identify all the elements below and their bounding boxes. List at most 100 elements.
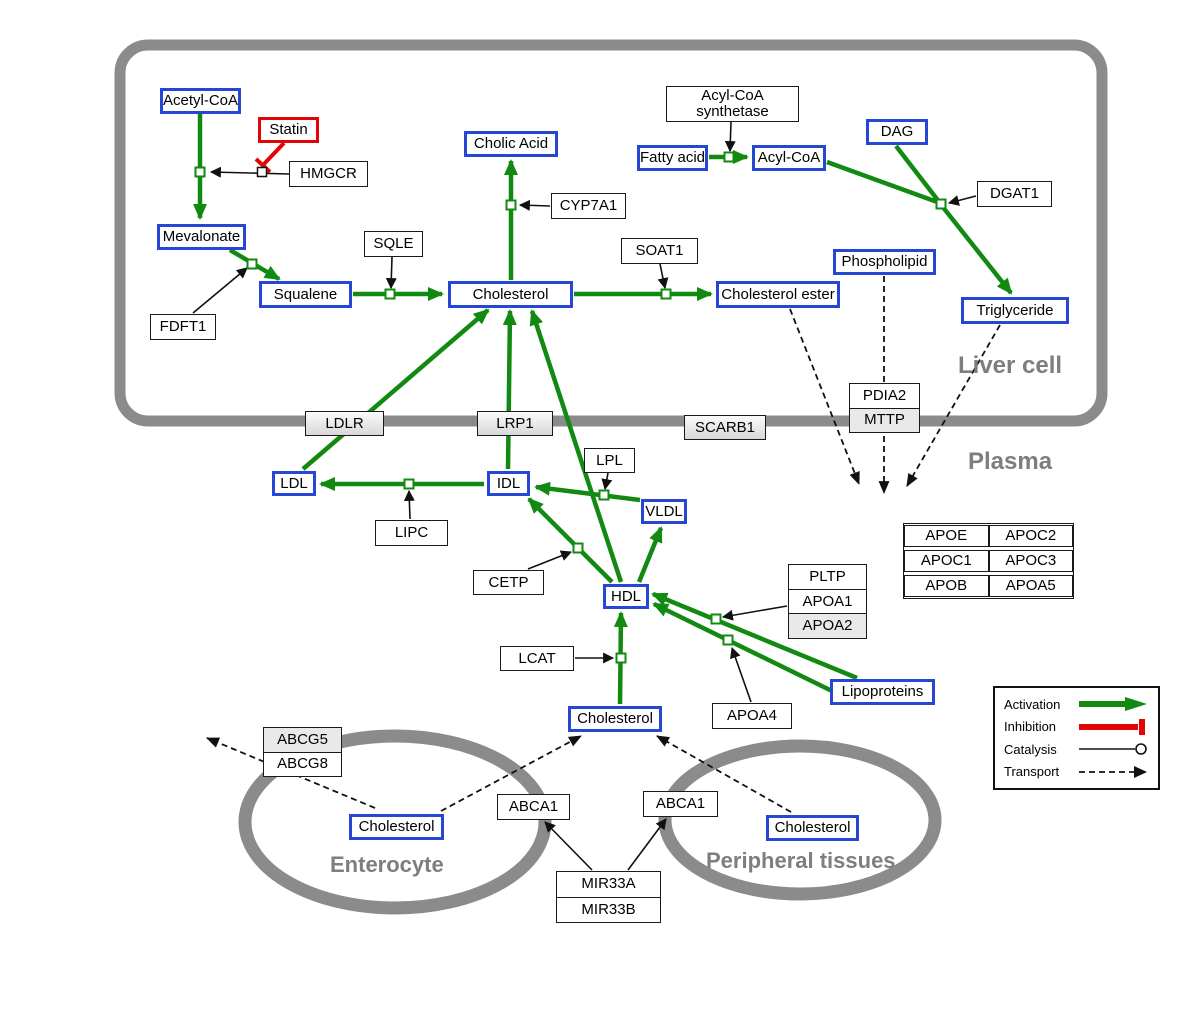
peripheral-tissues-label: Peripheral tissues bbox=[706, 848, 896, 873]
node-cholesterol-peripheral[interactable]: Cholesterol bbox=[766, 815, 859, 841]
node-lrp1[interactable]: LRP1 bbox=[477, 411, 553, 436]
edge-hdl-idl-cetp bbox=[527, 497, 614, 584]
apolipoprotein-table: APOE APOC2 APOC1 APOC3 APOB APOA5 bbox=[903, 523, 1074, 599]
node-sqle[interactable]: SQLE bbox=[364, 231, 423, 257]
edge-lipoproteins-hdl-1 bbox=[651, 591, 858, 681]
node-apoa4[interactable]: APOA4 bbox=[712, 703, 792, 729]
transport-cholesterolester-plasma bbox=[789, 308, 860, 486]
legend-catalysis-label: Catalysis bbox=[1004, 741, 1057, 757]
edge-dag-dgat-junction bbox=[894, 144, 942, 205]
node-apoc3[interactable]: APOC3 bbox=[988, 550, 1073, 572]
liver-cell-membrane bbox=[114, 39, 1108, 427]
node-cholic-acid[interactable]: Cholic Acid bbox=[464, 131, 558, 157]
node-mttp[interactable]: MTTP bbox=[850, 407, 919, 432]
node-pltp-apoa-group: PLTP APOA1 APOA2 bbox=[788, 564, 867, 639]
legend-activation-label: Activation bbox=[1004, 696, 1061, 712]
catalysis-lpl bbox=[601, 472, 613, 491]
node-pdia2[interactable]: PDIA2 bbox=[850, 384, 919, 408]
inhibition-tbar-icon bbox=[1079, 718, 1145, 735]
node-lcat[interactable]: LCAT bbox=[500, 646, 574, 671]
node-statin[interactable]: Statin bbox=[258, 117, 319, 143]
node-apoc1[interactable]: APOC1 bbox=[904, 550, 989, 572]
node-idl[interactable]: IDL bbox=[487, 471, 530, 496]
node-ldl[interactable]: LDL bbox=[272, 471, 316, 496]
legend-transport-label: Transport bbox=[1004, 764, 1060, 780]
catalysis-pltp-apoa bbox=[721, 605, 788, 621]
node-apoc2[interactable]: APOC2 bbox=[988, 525, 1073, 548]
catalysis-circle-icon bbox=[1079, 743, 1147, 756]
edge-hdl-cholesterol-uptake bbox=[529, 309, 624, 583]
node-cholesterol-liver[interactable]: Cholesterol bbox=[448, 281, 573, 308]
node-apob[interactable]: APOB bbox=[904, 574, 989, 597]
legend: Activation Inhibition Catalysis Transpor… bbox=[993, 686, 1160, 790]
node-apoa5[interactable]: APOA5 bbox=[988, 574, 1073, 597]
node-dgat1[interactable]: DGAT1 bbox=[977, 181, 1052, 207]
node-mir33-group: MIR33A MIR33B bbox=[556, 871, 661, 923]
enterocyte-label: Enterocyte bbox=[330, 852, 444, 877]
reaction-node-squares bbox=[194, 151, 947, 664]
catalysis-node-hmgcr bbox=[256, 166, 268, 178]
acyl-coa-synthetase-line1: Acyl-CoA bbox=[701, 87, 764, 105]
node-mir33b[interactable]: MIR33B bbox=[557, 896, 660, 922]
node-fatty-acid[interactable]: Fatty acid bbox=[637, 145, 708, 171]
inhibition-statin-hmgcr bbox=[262, 141, 286, 166]
node-abcg8[interactable]: ABCG8 bbox=[264, 751, 341, 776]
acyl-coa-synthetase-line2: synthetase bbox=[696, 103, 769, 120]
catalysis-dgat1 bbox=[947, 195, 977, 206]
node-cyp7a1[interactable]: CYP7A1 bbox=[551, 193, 626, 219]
node-apoa1[interactable]: APOA1 bbox=[789, 588, 866, 614]
edge-ldl-cholesterol-uptake bbox=[301, 308, 490, 471]
activation-arrow-icon bbox=[1079, 697, 1147, 712]
node-lipoproteins[interactable]: Lipoproteins bbox=[830, 679, 935, 705]
catalysis-cyp7a1 bbox=[518, 199, 551, 211]
node-fdft1[interactable]: FDFT1 bbox=[150, 314, 216, 340]
legend-inhibition-label: Inhibition bbox=[1004, 719, 1057, 735]
node-acetyl-coa[interactable]: Acetyl-CoA bbox=[160, 88, 241, 114]
transport-dashed-arrow-icon bbox=[1079, 765, 1147, 778]
node-abcg5-abcg8-group: ABCG5 ABCG8 bbox=[263, 727, 342, 777]
node-cetp[interactable]: CETP bbox=[473, 570, 544, 595]
edge-acylcoa-dgat-junction bbox=[826, 159, 941, 206]
node-triglyceride[interactable]: Triglyceride bbox=[961, 297, 1069, 324]
catalysis-sqle bbox=[385, 256, 397, 290]
catalysis-mir33-abca1-right bbox=[627, 818, 667, 871]
node-ldlr[interactable]: LDLR bbox=[305, 411, 384, 436]
catalysis-mir33-abca1-left bbox=[544, 821, 593, 871]
node-abca1-peripheral[interactable]: ABCA1 bbox=[643, 791, 718, 817]
node-acyl-coa[interactable]: Acyl-CoA bbox=[752, 145, 826, 171]
inhibition-statin-tbar bbox=[254, 157, 272, 174]
legend-row-transport: Transport bbox=[1004, 763, 1149, 781]
node-acyl-coa-synthetase[interactable]: Acyl-CoA synthetase bbox=[666, 86, 799, 122]
legend-row-catalysis: Catalysis bbox=[1004, 740, 1149, 758]
node-mir33a[interactable]: MIR33A bbox=[557, 872, 660, 897]
node-apoe[interactable]: APOE bbox=[904, 525, 989, 548]
node-mevalonate[interactable]: Mevalonate bbox=[157, 224, 246, 250]
node-vldl[interactable]: VLDL bbox=[641, 499, 687, 524]
node-phospholipid[interactable]: Phospholipid bbox=[833, 249, 936, 275]
node-cholesterol-plasma[interactable]: Cholesterol bbox=[568, 706, 662, 732]
node-squalene[interactable]: Squalene bbox=[259, 281, 352, 308]
node-hdl[interactable]: HDL bbox=[603, 584, 649, 609]
transport-triglyceride-plasma bbox=[906, 324, 1001, 487]
transport-enterocyte-cholesterol-plasma bbox=[440, 735, 582, 812]
edge-vldl-idl bbox=[534, 481, 641, 503]
node-soat1[interactable]: SOAT1 bbox=[621, 238, 698, 264]
node-pltp[interactable]: PLTP bbox=[789, 565, 866, 589]
edge-lipoproteins-hdl-2 bbox=[652, 601, 833, 694]
node-abcg5[interactable]: ABCG5 bbox=[264, 728, 341, 752]
node-scarb1[interactable]: SCARB1 bbox=[684, 415, 766, 440]
node-hmgcr[interactable]: HMGCR bbox=[289, 161, 368, 187]
node-lipc[interactable]: LIPC bbox=[375, 520, 448, 546]
node-lpl[interactable]: LPL bbox=[584, 448, 635, 473]
catalysis-lipc bbox=[403, 489, 415, 520]
catalysis-hmgcr bbox=[209, 166, 290, 178]
node-cholesterol-ester[interactable]: Cholesterol ester bbox=[716, 281, 840, 308]
node-cholesterol-enterocyte[interactable]: Cholesterol bbox=[349, 814, 444, 840]
node-dag[interactable]: DAG bbox=[866, 119, 928, 145]
liver-cell-label: Liver cell bbox=[958, 352, 1063, 379]
catalysis-cetp bbox=[527, 550, 573, 570]
node-abca1-enterocyte[interactable]: ABCA1 bbox=[497, 794, 570, 820]
node-apoa2[interactable]: APOA2 bbox=[789, 613, 866, 639]
